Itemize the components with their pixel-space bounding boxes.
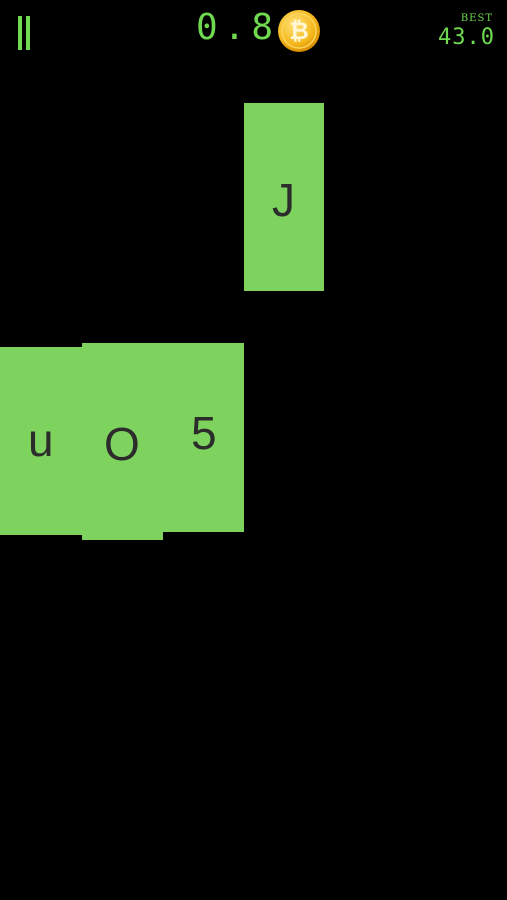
tile-u[interactable]: u bbox=[0, 347, 82, 535]
best-score-label: BEST bbox=[460, 13, 493, 24]
pause-button[interactable] bbox=[14, 12, 38, 54]
tile-letter: 5 bbox=[191, 407, 217, 459]
pause-icon-bar bbox=[26, 16, 30, 50]
tile-5[interactable]: 5 bbox=[162, 343, 244, 532]
tile-j[interactable]: J bbox=[244, 103, 324, 291]
score-display: 0.8 bbox=[196, 7, 280, 48]
pause-icon bbox=[18, 16, 22, 50]
bitcoin-coin-icon: ₿ bbox=[278, 10, 320, 52]
tile-letter: u bbox=[28, 414, 54, 466]
svg-text:₿: ₿ bbox=[289, 17, 309, 45]
tile-letter: O bbox=[104, 418, 140, 470]
best-score-value: 43.0 bbox=[438, 25, 495, 50]
tile-letter: J bbox=[272, 174, 295, 226]
tile-o[interactable]: O bbox=[82, 343, 163, 540]
